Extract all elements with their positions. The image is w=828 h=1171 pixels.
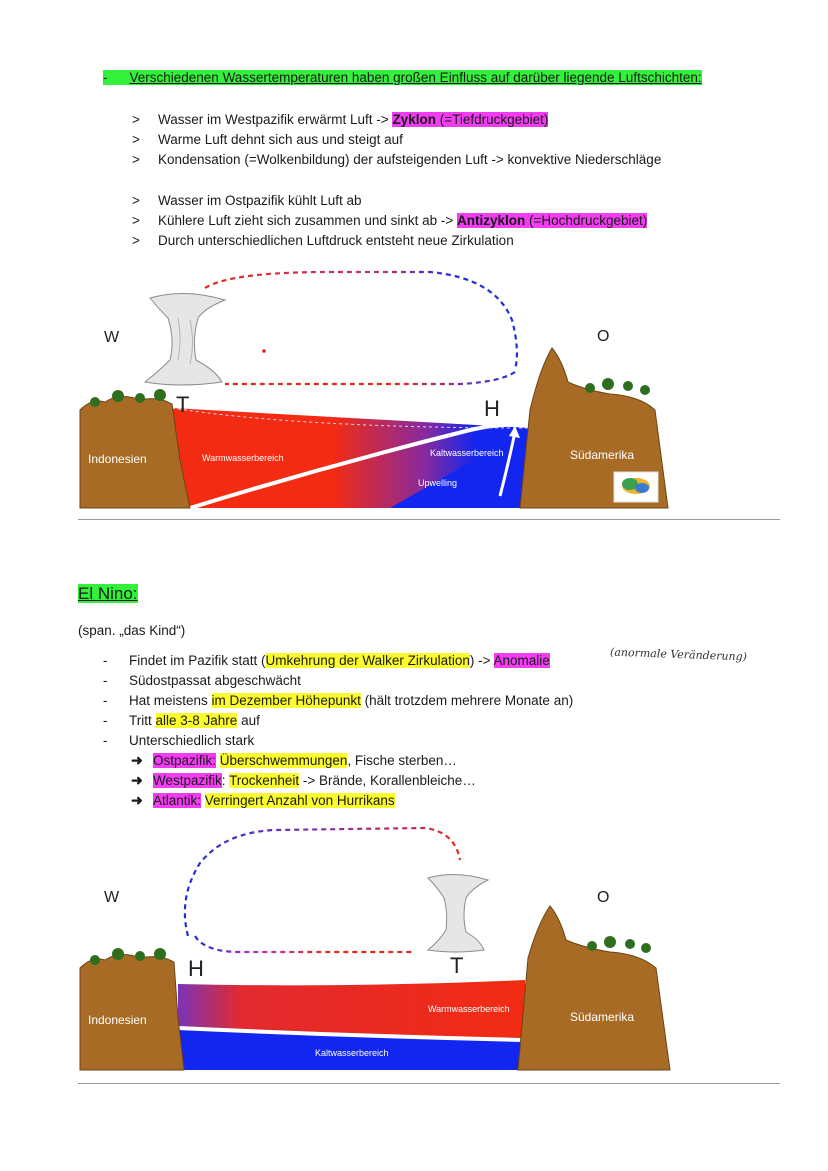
section-title: El Nino: — [78, 584, 138, 603]
east-label: O — [597, 889, 609, 906]
heading-line: - Verschiedenen Wassertemperaturen haben… — [103, 70, 702, 85]
cold-water-label: Kaltwasserbereich — [315, 1048, 389, 1058]
suedamerika-label: Südamerika — [570, 1010, 634, 1024]
upwelling-label: Upwelling — [418, 478, 457, 488]
circulation-arrow-bottom — [225, 371, 516, 386]
sublist-item: Westpazifik: Trockenheit -> Brände, Kora… — [153, 773, 476, 788]
cloud-icon — [426, 874, 490, 953]
bullet-marker: > — [132, 193, 140, 208]
cold-water-label: Kaltwasserbereich — [430, 448, 504, 458]
arrow-right-icon: ➜ — [131, 752, 143, 768]
land-suedamerika — [517, 905, 671, 1071]
circulation-arrow-top — [183, 826, 462, 937]
list-item: Tritt alle 3-8 Jahre auf — [129, 713, 260, 728]
handwritten-note: (anormale Veränderung) — [609, 645, 748, 664]
indonesien-label: Indonesien — [88, 1013, 147, 1027]
circulation-arrow-bottom — [194, 935, 415, 954]
list-item: Wasser im Ostpazifik kühlt Luft ab — [158, 193, 362, 208]
suedamerika-label: Südamerika — [570, 448, 634, 462]
walker-diagram: W O T H Indonesien Südamerika Warmwasser… — [79, 270, 669, 510]
low-pressure-label: T — [176, 392, 189, 417]
land-indonesia — [79, 389, 191, 509]
sublist-item: Ostpazifik: Überschwemmungen, Fische ste… — [153, 753, 457, 768]
bullet-marker: > — [132, 213, 140, 228]
divider — [78, 1083, 780, 1084]
list-item: Hat meistens im Dezember Höhepunkt (hält… — [129, 693, 574, 708]
west-label: W — [104, 329, 120, 346]
east-label: O — [597, 328, 609, 345]
arrow-right-icon: ➜ — [131, 792, 143, 808]
heading-dash: - — [103, 70, 108, 85]
list-item: Unterschiedlich stark — [129, 733, 255, 748]
warm-water-label: Warmwasserbereich — [428, 1004, 510, 1014]
heading-text: Verschiedenen Wassertemperaturen haben g… — [129, 70, 702, 85]
el-nino-diagram: W O H T Indonesien Südamerika Warmwasser… — [79, 826, 671, 1071]
low-pressure-label: T — [450, 953, 463, 978]
indonesien-label: Indonesien — [88, 452, 147, 466]
land-indonesia — [79, 948, 185, 1071]
high-pressure-label: H — [188, 956, 204, 981]
antizyklon-highlight: Antizyklon — [457, 213, 526, 228]
bullet-marker: > — [132, 132, 140, 147]
land-suedamerika — [519, 347, 669, 509]
list-item: Südostpassat abgeschwächt — [129, 673, 301, 688]
list-item: Findet im Pazifik statt (Umkehrung der W… — [129, 653, 550, 668]
bullet-marker: > — [132, 152, 140, 167]
list-item: Kühlere Luft zieht sich zusammen und sin… — [158, 213, 648, 228]
list-item: Warme Luft dehnt sich aus und steigt auf — [158, 132, 403, 147]
list-item: Wasser im Westpazifik erwärmt Luft -> Zy… — [158, 112, 549, 127]
bullet-marker: > — [132, 112, 140, 127]
bullet-marker: > — [132, 233, 140, 248]
warm-water-label: Warmwasserbereich — [202, 453, 284, 463]
list-item: Durch unterschiedlichen Luftdruck entste… — [158, 233, 514, 248]
ocean — [177, 980, 526, 1070]
high-pressure-label: H — [484, 396, 500, 421]
circulation-arrow-top — [204, 270, 519, 371]
cloud-icon — [143, 292, 227, 386]
divider — [78, 519, 780, 520]
zyklon-highlight: Zyklon — [392, 112, 436, 127]
list-item: Kondensation (=Wolkenbildung) der aufste… — [158, 152, 662, 167]
logo — [613, 471, 659, 503]
ocean — [171, 407, 531, 510]
upwelling-arrow — [498, 431, 517, 497]
sublist-item: Atlantik: Verringert Anzahl von Hurrikan… — [153, 793, 395, 808]
arrow-right-icon: ➜ — [131, 772, 143, 788]
section-subtitle: (span. „das Kind“) — [78, 623, 186, 638]
west-label: W — [104, 889, 120, 906]
